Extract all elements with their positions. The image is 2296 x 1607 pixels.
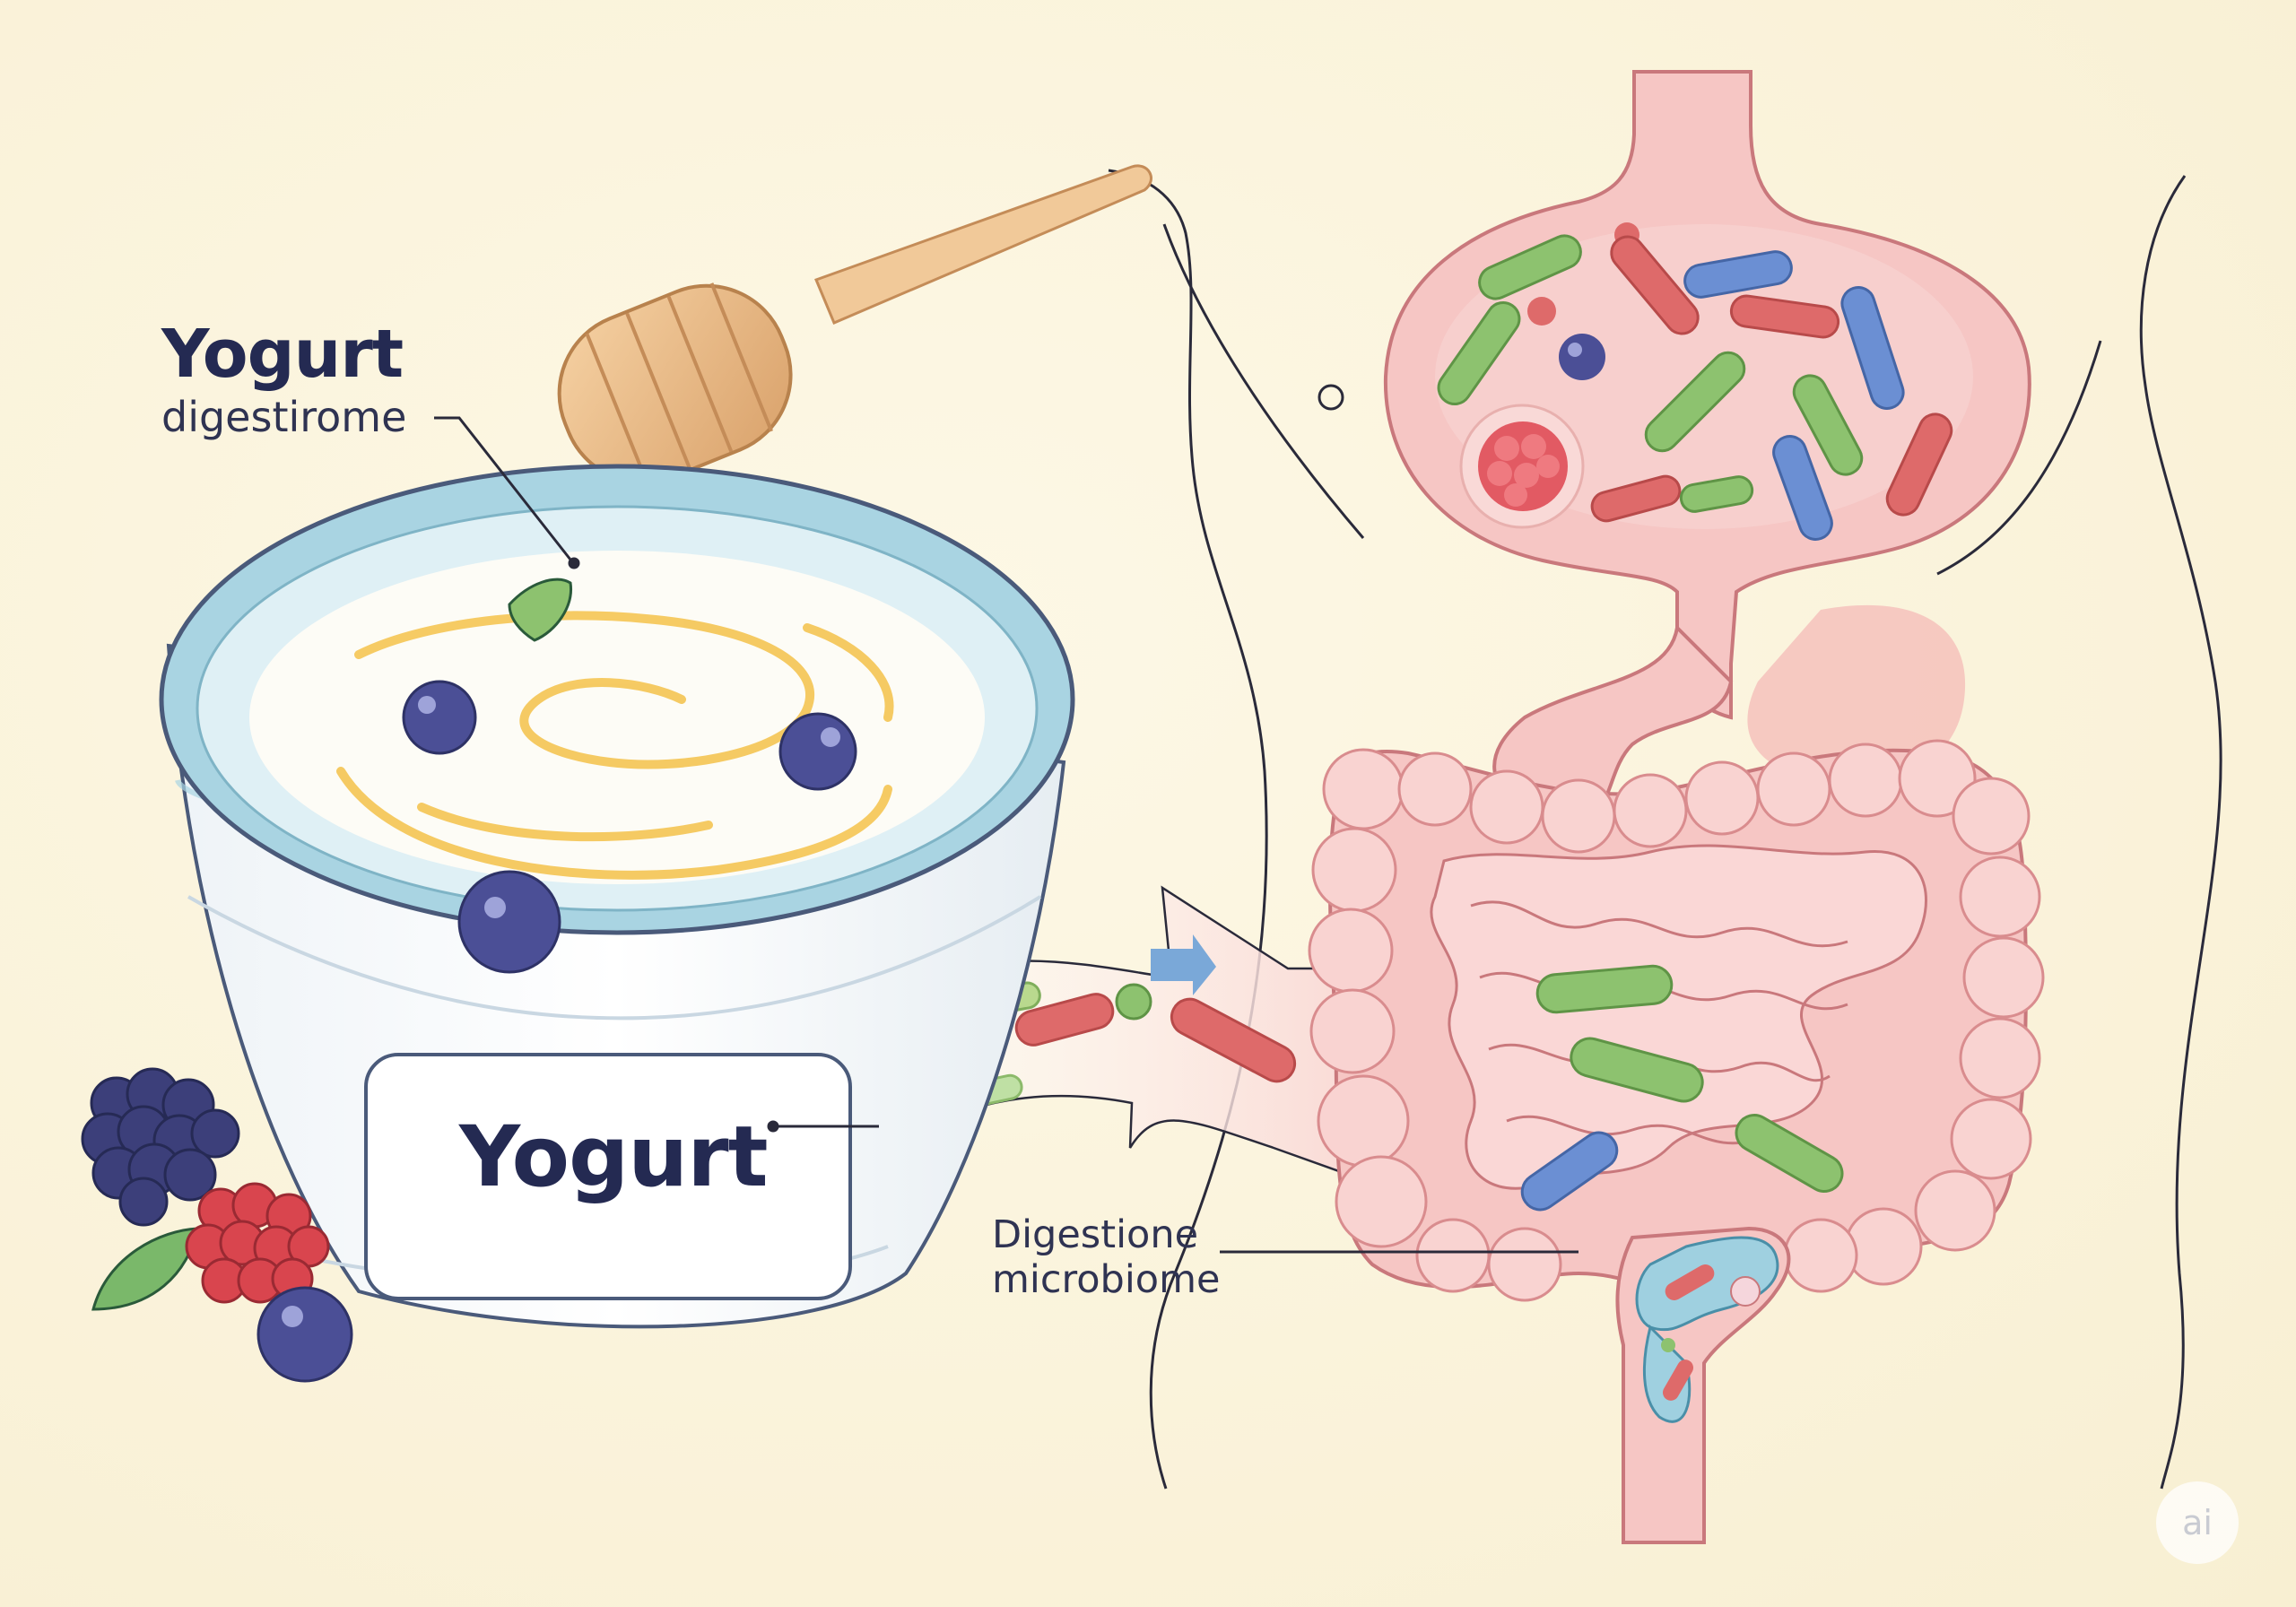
raspberry-icon bbox=[185, 1182, 330, 1304]
watermark-badge: ai bbox=[2156, 1481, 2239, 1564]
subtitle-label: digestirome bbox=[161, 393, 407, 441]
title-label: Yogurt bbox=[161, 316, 404, 393]
blueberry-icon bbox=[402, 680, 857, 974]
yogurt-cup-icon bbox=[159, 464, 1075, 1329]
intestines-icon bbox=[1308, 739, 2045, 1544]
leader-lines bbox=[434, 416, 1578, 1254]
stomach-icon bbox=[1383, 70, 2031, 720]
cup-label-text: Yogurt bbox=[459, 1108, 769, 1206]
digestion-callout: Digestione microbiome bbox=[992, 1212, 1220, 1302]
blackberry-icon bbox=[81, 1067, 240, 1227]
mint-leaf-icon bbox=[91, 1227, 199, 1311]
callout-line-2: microbiome bbox=[992, 1257, 1221, 1302]
mint-leaf-icon bbox=[508, 578, 572, 642]
callout-line-1: Digestione bbox=[992, 1212, 1199, 1257]
cup-label-panel bbox=[364, 1053, 852, 1300]
duodenum bbox=[1492, 604, 1966, 819]
blueberry-icon bbox=[257, 1286, 353, 1383]
body-outline bbox=[1108, 169, 2222, 1490]
